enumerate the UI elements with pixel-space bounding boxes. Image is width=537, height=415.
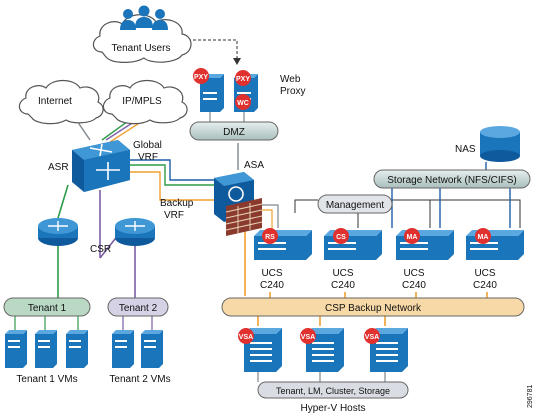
backup-vrf-label-1: Backup [160,198,194,209]
ip-mpls-label: IP/MPLS [122,96,162,107]
management-label: Management [326,200,385,211]
ucs-server-icon: CS UCS C240 [324,228,382,291]
backup-vrf-label-2: VRF [164,210,184,221]
csr-label: CSR [90,244,111,255]
internet-cloud [18,79,104,125]
dmz-label: DMZ [223,127,245,138]
hyperv-network-label: Tenant, LM, Cluster, Storage [276,386,390,396]
vm-server-icon [35,330,57,368]
svg-text:RS: RS [265,234,275,241]
asa-firewall-icon [214,172,263,236]
links [14,39,521,382]
management-bar [317,194,393,214]
web-proxy-label-2: Proxy [280,86,306,97]
tenant-users-label: Tenant Users [112,43,171,54]
asa-label: ASA [244,160,264,171]
svg-text:UCS: UCS [261,268,282,279]
svg-text:C240: C240 [402,280,426,291]
asr-label: ASR [48,162,69,173]
storage-network-bar [373,169,531,189]
ucs-server-icon: MA UCS C240 [396,228,454,291]
ucs-servers: RS UCS C240 CS UCS C240 MA UCS C240 [254,228,524,291]
ucs-server-icon: RS UCS C240 [254,228,312,291]
tenant2-label: Tenant 2 [119,303,158,314]
web-proxy-label-1: Web [280,74,301,85]
svg-text:WC: WC [237,100,249,107]
svg-text:VSA: VSA [365,334,379,341]
vm-server-icon [5,330,27,368]
svg-text:VSA: VSA [239,334,253,341]
svg-text:MA: MA [407,234,418,241]
vsa-host-icon: VSA [238,328,282,372]
vsa-hosts: VSA VSA VSA [238,328,408,372]
svg-text:UCS: UCS [403,268,424,279]
pxy-badge-1: PXY [193,68,209,84]
csr-router-1-icon [38,218,78,246]
vm-server-icon [66,330,88,368]
csp-backup-network-label: CSP Backup Network [325,303,422,314]
svg-text:PXY: PXY [194,74,208,81]
vm-server-icon [112,330,134,368]
csp-backup-network-bar [221,297,525,317]
svg-text:UCS: UCS [474,268,495,279]
users-icon [120,5,168,30]
vsa-host-icon: VSA [364,328,408,372]
hyperv-network-bar [257,381,409,399]
svg-text:C240: C240 [473,280,497,291]
wc-badge: WC [235,94,251,110]
svg-text:C240: C240 [331,280,355,291]
ip-mpls-cloud [102,79,188,125]
tenant1-bar [3,297,91,317]
tenant1-label: Tenant 1 [28,303,67,314]
tenant1-vms-label: Tenant 1 VMs [16,374,77,385]
vsa-host-icon: VSA [300,328,344,372]
tenant1-vm-servers [5,330,88,368]
svg-text:PXY: PXY [236,76,250,83]
svg-text:C240: C240 [260,280,284,291]
svg-text:CS: CS [336,234,346,241]
pxy-badge-2: PXY [235,70,251,86]
global-vrf-label-2: VRF [138,152,158,163]
tenant2-bar [107,297,169,317]
hyperv-hosts-label: Hyper-V Hosts [300,403,365,414]
figure-id: 296781 [527,385,534,408]
tenant2-vm-servers [112,330,163,368]
nas-storage-icon [480,126,520,162]
asr-router-icon [72,140,130,192]
vm-server-icon [141,330,163,368]
internet-label: Internet [38,96,72,107]
nas-label: NAS [455,144,476,155]
svg-text:VSA: VSA [301,334,315,341]
storage-network-label: Storage Network (NFS/CIFS) [387,175,516,186]
tenant2-vms-label: Tenant 2 VMs [109,374,170,385]
ucs-server-icon: MA UCS C240 [466,228,524,291]
csr-router-2-icon [115,218,155,246]
svg-text:UCS: UCS [332,268,353,279]
dmz-bar [189,121,279,141]
global-vrf-label-1: Global [133,140,162,151]
svg-text:MA: MA [478,234,489,241]
